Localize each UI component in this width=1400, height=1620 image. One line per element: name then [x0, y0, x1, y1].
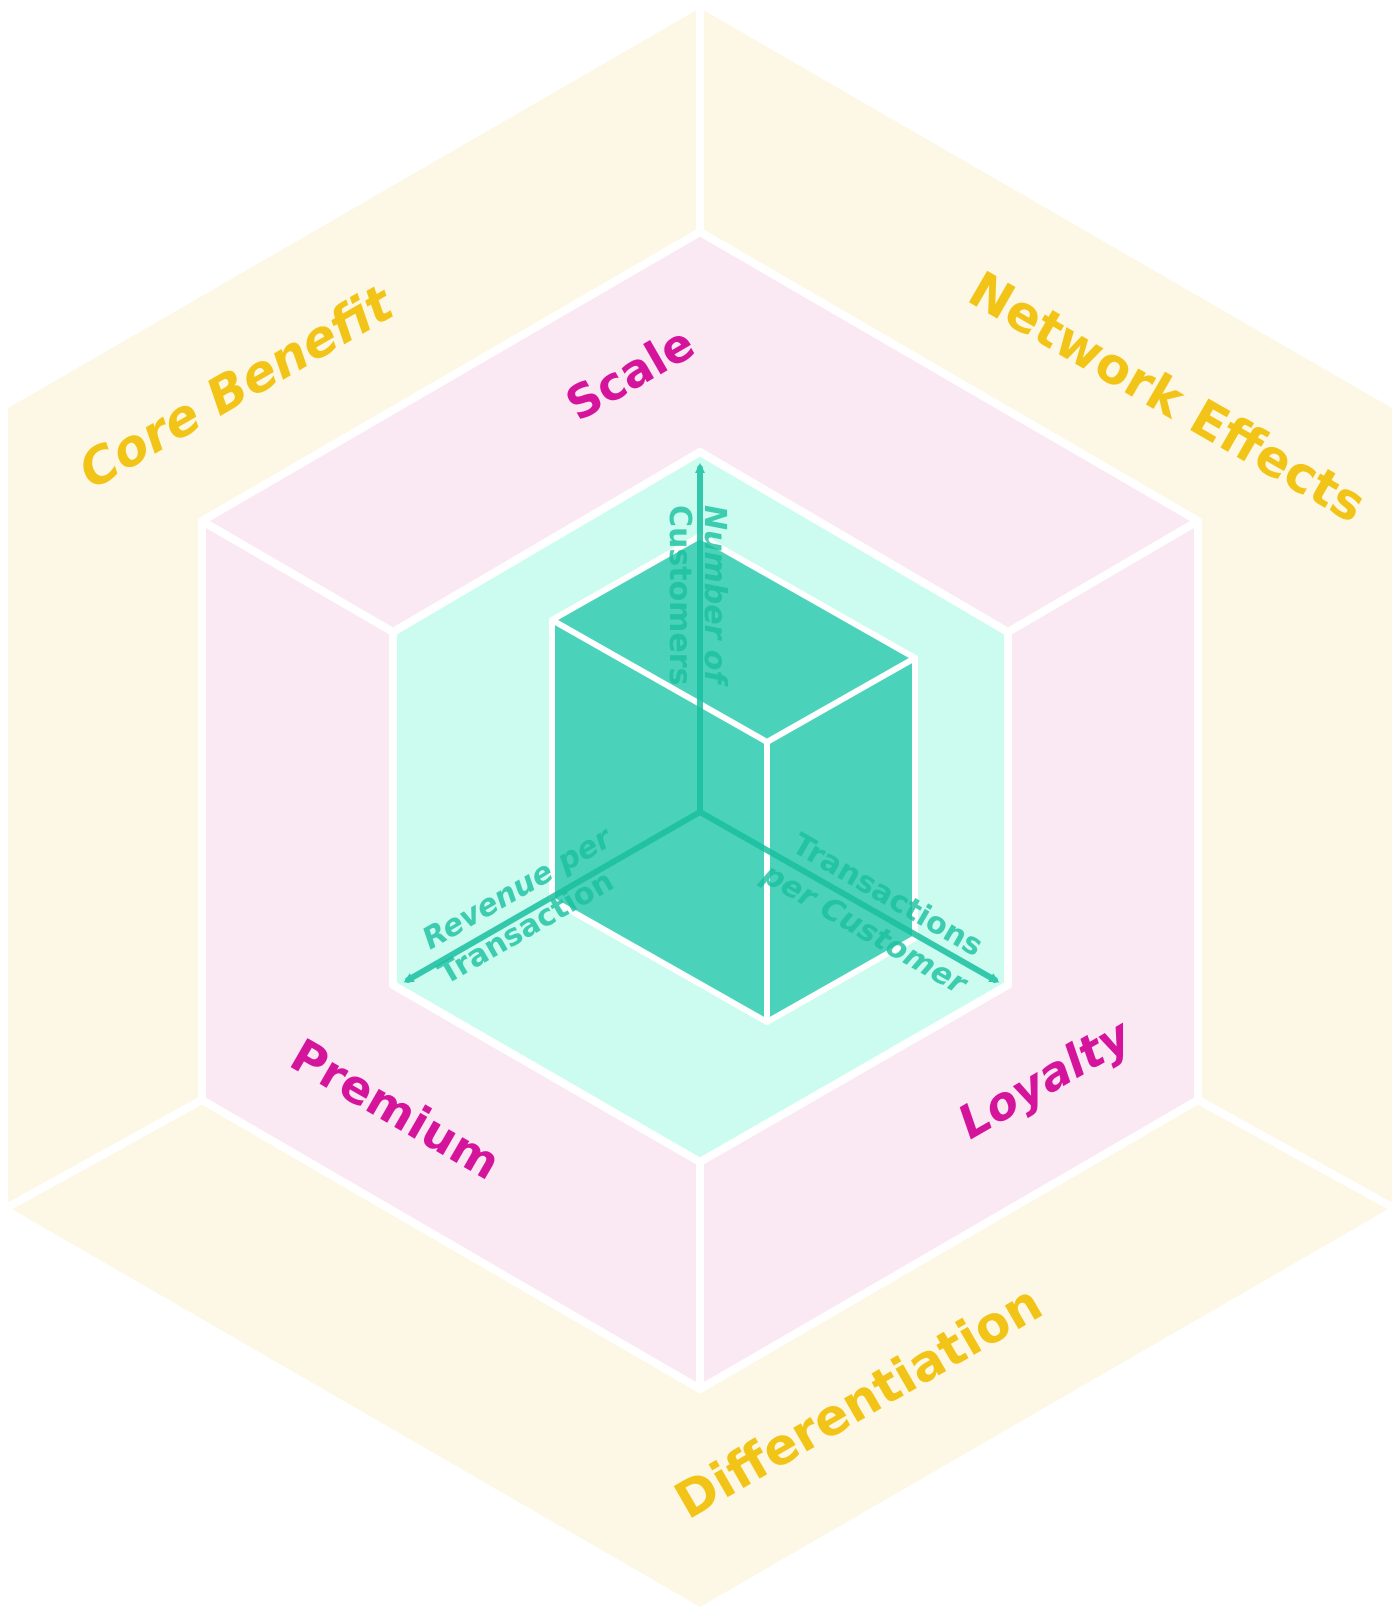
middle-dividers: [198, 517, 1202, 1393]
axis-vertical-label-line1: Number of: [697, 505, 732, 687]
axes: [403, 463, 1000, 983]
cube: [549, 533, 918, 1025]
outer-dividers: [4, 4, 1396, 1211]
cube-front-left-face: [552, 620, 767, 1022]
cube-edges: [549, 533, 918, 1025]
axis-right: [697, 809, 1000, 983]
axis-vertical-label-line2: Customers: [662, 505, 697, 685]
cube-top-face: [552, 536, 915, 742]
cube-front-right-face: [767, 658, 915, 1022]
axis-left: [403, 809, 703, 983]
